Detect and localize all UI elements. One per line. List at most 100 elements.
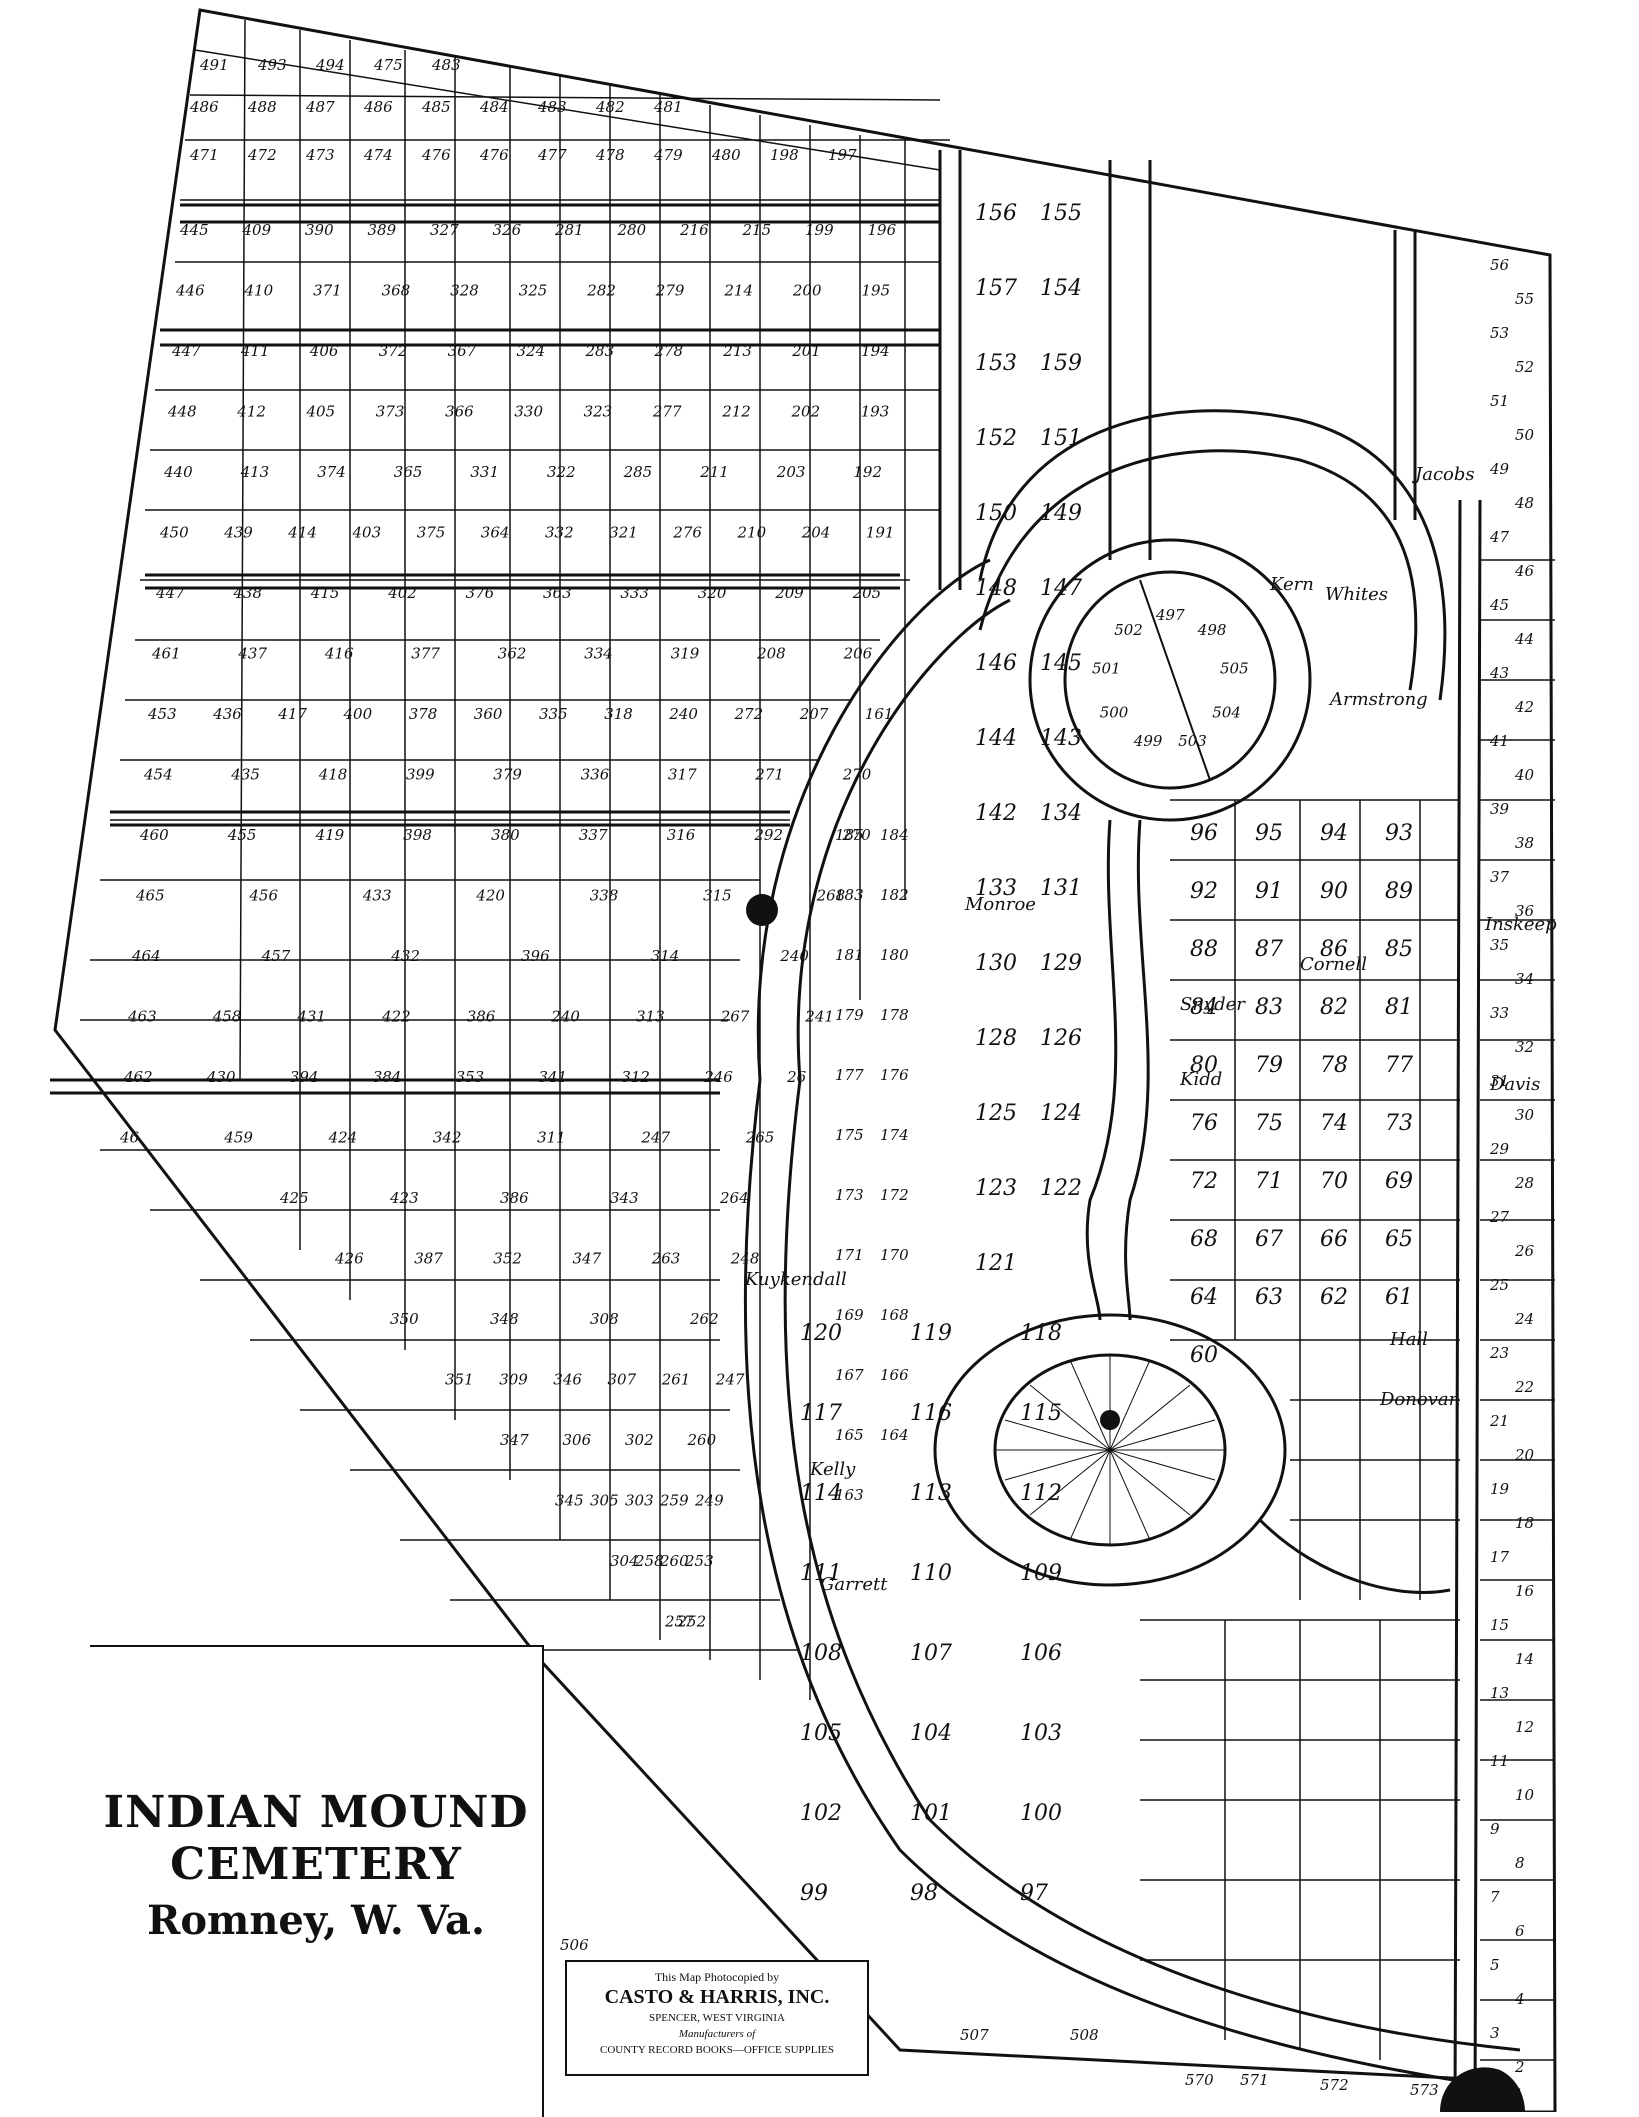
plot-number: 265: [745, 1129, 775, 1147]
plot-number: 70: [1320, 1169, 1348, 1194]
plot-number: 102: [800, 1801, 842, 1826]
plot-number: 200: [792, 282, 822, 300]
plot-number: 488: [247, 98, 277, 116]
far-right-column: [1480, 559, 1555, 2061]
credit-products: COUNTY RECORD BOOKS—OFFICE SUPPLIES: [600, 2044, 834, 2056]
plot-number: 90: [1320, 879, 1348, 904]
plot-number: 447: [171, 342, 201, 360]
plot-number: 571: [1240, 2071, 1269, 2089]
plot-number: 13: [1490, 1684, 1509, 1702]
survey-marker: [746, 894, 778, 926]
plot-number: 91: [1255, 879, 1283, 904]
plot-number: 343: [610, 1189, 639, 1207]
plot-number: 149: [1040, 501, 1082, 526]
plot-number: 461: [151, 645, 181, 663]
plot-number: 145: [1040, 651, 1082, 676]
plot-number: 206: [843, 645, 873, 663]
plot-number: 36: [1515, 902, 1535, 920]
plot-number: 133: [975, 876, 1017, 901]
plot-number: 338: [590, 887, 619, 905]
plot-number: 475: [373, 56, 403, 74]
plot-number: 448: [167, 403, 197, 421]
right-grid: [1140, 799, 1460, 2060]
plot-number: 106: [1020, 1641, 1062, 1666]
plot-number: 46: [1514, 562, 1535, 580]
plot-number: 333: [620, 584, 649, 602]
plot-number: 436: [212, 705, 242, 723]
plot-number: 353: [456, 1068, 485, 1086]
plot-number: 306: [563, 1431, 592, 1449]
plot-number: 474: [363, 146, 393, 164]
plot-number: 192: [853, 463, 882, 481]
plot-number: 249: [694, 1492, 724, 1510]
plot-number: 372: [379, 342, 408, 360]
plot-number: 570: [1185, 2071, 1214, 2089]
plot-number: 147: [1040, 576, 1082, 601]
credit-address: SPENCER, WEST VIRGINIA: [649, 2012, 785, 2024]
plot-number: 89: [1385, 879, 1413, 904]
plot-number: 12: [1515, 1718, 1534, 1736]
plot-number: 405: [306, 403, 336, 421]
plot-number: 396: [521, 947, 550, 965]
plot-number: 423: [389, 1189, 419, 1207]
plot-number: 506: [560, 1936, 589, 1954]
plot-number: 403: [352, 524, 382, 542]
plot-number: 155: [1040, 201, 1082, 226]
plot-number: 165: [835, 1426, 864, 1444]
plot-number: 263: [651, 1250, 681, 1268]
plot-number: 110: [910, 1561, 952, 1586]
plot-number: 146: [975, 651, 1017, 676]
plot-number: 447: [155, 584, 185, 602]
plot-number: 77: [1385, 1053, 1413, 1078]
plot-number: 185: [835, 826, 864, 844]
plot-number: 316: [667, 826, 696, 844]
plot-number: 336: [581, 766, 610, 784]
plot-number: 101: [910, 1801, 952, 1826]
name-kelly: Kelly: [809, 1459, 856, 1480]
plot-number: 201: [791, 342, 821, 360]
plot-number: 124: [1040, 1101, 1082, 1126]
plot-number: 16: [1515, 1582, 1535, 1600]
plot-number: 406: [309, 342, 339, 360]
upper-circle: [1028, 538, 1312, 822]
plot-number: 193: [861, 403, 890, 421]
plot-number: 458: [212, 1008, 242, 1026]
plot-number: 26: [1514, 1242, 1535, 1260]
plot-number: 360: [474, 705, 503, 723]
plot-number: 31: [1490, 1072, 1509, 1090]
plot-number: 197: [828, 146, 857, 164]
plot-number: 437: [237, 645, 267, 663]
plot-number: 450: [159, 524, 189, 542]
plot-number: 169: [835, 1306, 864, 1324]
plot-number: 327: [430, 221, 459, 239]
plot-number: 351: [445, 1371, 474, 1389]
plot-number: 479: [653, 146, 683, 164]
plot-number: 210: [737, 524, 767, 542]
plot-number: 81: [1385, 995, 1413, 1020]
plot-number: 97: [1020, 1881, 1048, 1906]
plot-number: 326: [493, 221, 522, 239]
plot-number: 108: [800, 1641, 842, 1666]
plot-number: 272: [734, 705, 764, 723]
plot-number: 72: [1190, 1169, 1218, 1194]
plot-number: 432: [390, 947, 420, 965]
plot-number: 47: [1489, 528, 1510, 546]
plot-number: 159: [1040, 351, 1082, 376]
plot-number: 400: [343, 705, 373, 723]
name-kern: Kern: [1269, 574, 1314, 595]
plot-number: 347: [573, 1250, 602, 1268]
plot-number: 163: [835, 1486, 864, 1504]
plot-number: 63: [1255, 1285, 1283, 1310]
lanes: [50, 203, 940, 1095]
plot-number: 487: [305, 98, 335, 116]
plot-number: 438: [232, 584, 262, 602]
plot-number: 402: [387, 584, 417, 602]
plot-number: 476: [421, 146, 451, 164]
plot-number: 268: [816, 887, 846, 905]
plot-number: 505: [1220, 660, 1249, 678]
plot-number: 267: [720, 1008, 750, 1026]
plot-number: 413: [240, 463, 270, 481]
plot-number: 389: [368, 221, 397, 239]
name-monroe: Monroe: [964, 894, 1036, 915]
plot-number: 73: [1385, 1111, 1413, 1136]
